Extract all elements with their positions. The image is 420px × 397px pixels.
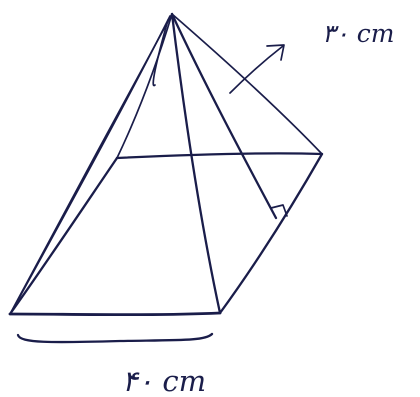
edge-apex-front-right: [170, 12, 222, 315]
edge-apex-back-right: [171, 13, 323, 155]
arrow-shaft: [229, 45, 284, 94]
pyramid-base: [8, 152, 324, 317]
base-back-edge: [115, 152, 324, 160]
slant-height-line: [170, 12, 278, 220]
arrow-head: [266, 44, 285, 61]
slant-height-label: ۳۰ cm: [322, 19, 395, 48]
base-edge-label: ۴۰ cm: [122, 364, 206, 397]
right-angle-mark: [270, 204, 288, 217]
base-dimension-brace: [16, 332, 214, 344]
base-left-edge: [8, 156, 119, 316]
base-front-edge: [8, 311, 222, 317]
base-right-edge: [218, 152, 324, 315]
slant-height: [170, 12, 288, 220]
slant-label-arrow: [229, 44, 285, 94]
edge-apex-front-left-double: [17, 15, 171, 301]
brace-curve: [16, 332, 214, 344]
edge-apex-back-left: [116, 13, 173, 159]
edge-apex-back-left-double: [152, 19, 169, 87]
pyramid-lateral-edges: [9, 12, 323, 315]
